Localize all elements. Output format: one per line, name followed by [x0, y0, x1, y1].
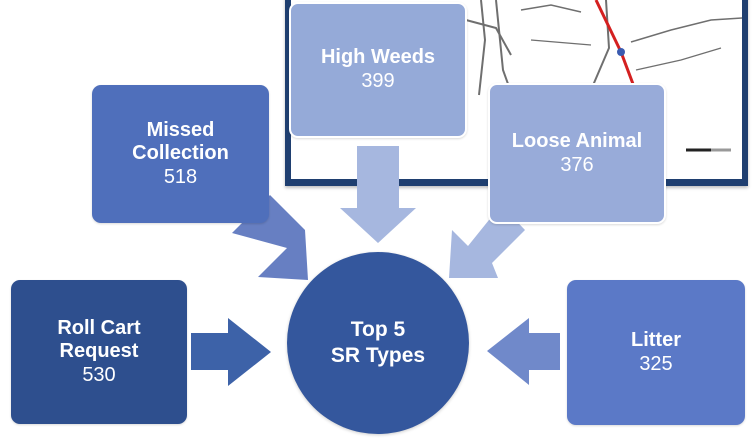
center-node-line-1: Top 5 — [350, 317, 406, 341]
node-roll-cart-request: Roll Cart Request 530 — [11, 280, 187, 424]
node-litter-value: 325 — [639, 352, 673, 375]
node-high-weeds-label: High Weeds — [320, 46, 436, 69]
node-high-weeds-value: 399 — [361, 70, 395, 92]
node-litter-label: Litter — [631, 328, 681, 351]
node-litter: Litter 325 — [567, 280, 745, 425]
node-roll-cart-request-label: Roll Cart Request — [57, 316, 141, 363]
node-loose-animal: Loose Animal 376 — [488, 83, 666, 224]
node-missed-collection-value: 518 — [163, 165, 198, 188]
arrow-from-high-weeds — [340, 146, 416, 243]
arrow-from-litter — [487, 318, 560, 385]
node-loose-animal-value: 376 — [560, 153, 594, 176]
arrow-from-roll-cart — [191, 318, 271, 386]
node-loose-animal-label: Loose Animal — [511, 129, 643, 152]
node-missed-collection: Missed Collection 518 — [92, 85, 269, 223]
node-roll-cart-request-value: 530 — [82, 363, 116, 386]
center-node-line-2: SR Types — [330, 344, 426, 367]
center-node-top-5-sr-types: Top 5 SR Types — [287, 252, 469, 434]
node-high-weeds: High Weeds 399 — [289, 2, 467, 138]
node-missed-collection-label: Missed Collection — [132, 118, 229, 165]
